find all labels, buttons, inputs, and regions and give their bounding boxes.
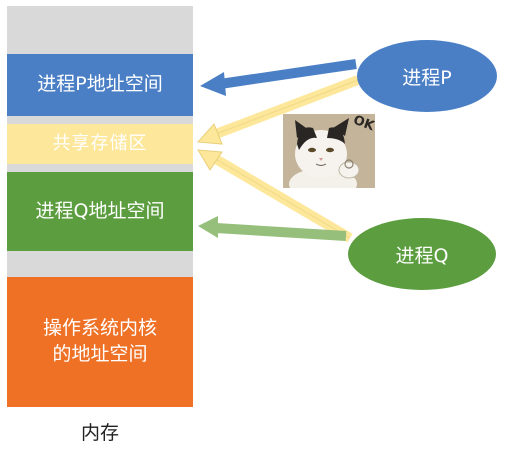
q-address-space-label: 进程Q地址空间 <box>35 199 165 222</box>
q-address-space-block: 进程Q地址空间 <box>7 172 193 251</box>
memory-gap-3 <box>7 251 193 277</box>
arrow-q-to-shared <box>197 149 353 243</box>
p-address-space-block: 进程P地址空间 <box>7 54 193 116</box>
arrow-p-to-p-space <box>200 59 357 96</box>
arrow-p-to-shared <box>196 75 360 145</box>
shared-memory-block: 共享存储区 <box>7 124 193 164</box>
shared-memory-label: 共享存储区 <box>52 132 148 154</box>
arrow-q-to-q-space <box>198 216 347 241</box>
memory-gap-2 <box>7 164 193 172</box>
os-kernel-block: 操作系统内核 的地址空间 <box>7 277 193 407</box>
os-kernel-label-line2: 的地址空间 <box>52 343 148 365</box>
process-q-ellipse: 进程Q <box>348 218 496 290</box>
memory-caption: 内存 <box>80 422 119 444</box>
cat-icon <box>283 114 375 188</box>
process-p-label: 进程P <box>402 66 452 89</box>
memory-gap-1 <box>7 116 193 124</box>
process-q-label: 进程Q <box>395 244 449 267</box>
p-address-space-label: 进程P地址空间 <box>37 73 163 96</box>
memory-gap-top <box>7 6 193 54</box>
os-kernel-label-line1: 操作系统内核 <box>42 317 157 340</box>
process-p-ellipse: 进程P <box>357 40 497 112</box>
cat-ok-sticker: OK <box>283 114 375 188</box>
